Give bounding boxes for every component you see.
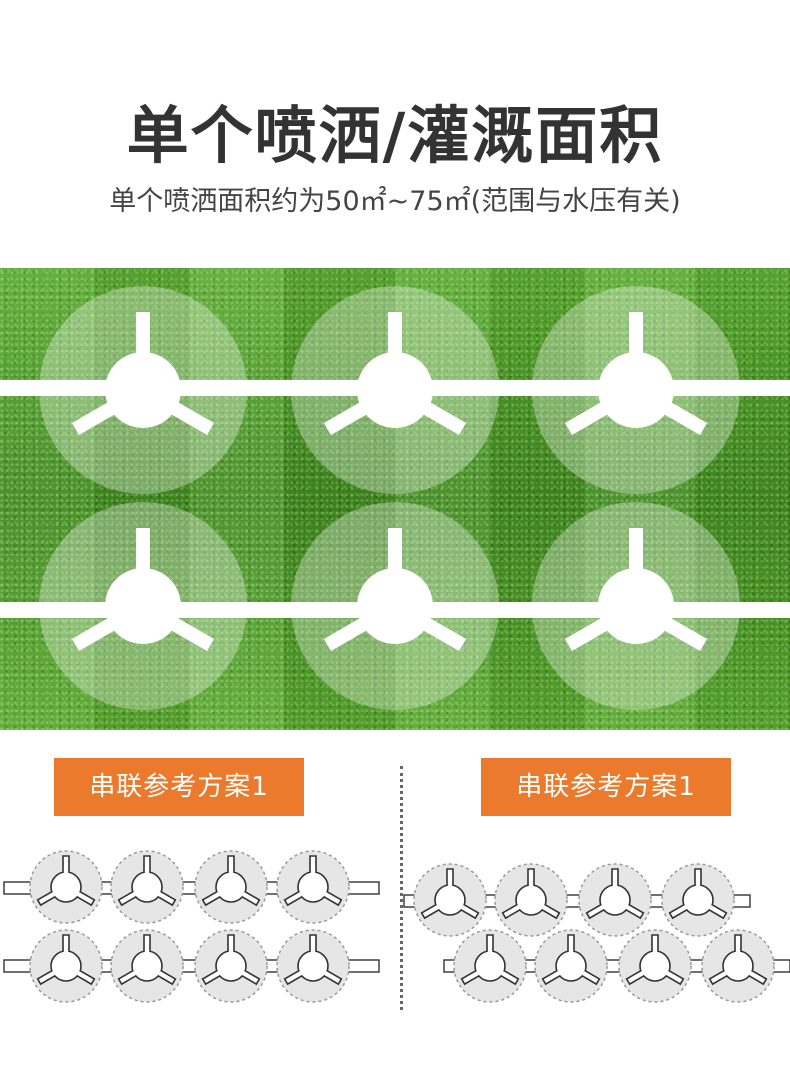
layout-diagrams — [3, 850, 790, 1003]
divider — [400, 766, 403, 1010]
sprinkler-icon — [532, 286, 740, 494]
sprinkler-coverage-graphic — [0, 286, 790, 710]
lawn-illustration — [0, 268, 790, 730]
sprinkler-icon — [291, 286, 499, 494]
sprinkler-icon — [39, 286, 247, 494]
sprinkler-icon — [532, 502, 740, 710]
sprinkler-icon — [39, 502, 247, 710]
page-title: 单个喷洒/灌溉面积 — [126, 99, 664, 172]
plan-1-diagram — [3, 850, 380, 1003]
sprinkler-icon — [291, 502, 499, 710]
plan-1-button[interactable]: 串联参考方案1 — [54, 758, 304, 816]
plan-2-button[interactable]: 串联参考方案1 — [481, 758, 731, 816]
plan-2-diagram — [403, 863, 790, 1003]
page-subtitle: 单个喷洒面积约为50㎡~75㎡(范围与水压有关) — [109, 186, 681, 217]
